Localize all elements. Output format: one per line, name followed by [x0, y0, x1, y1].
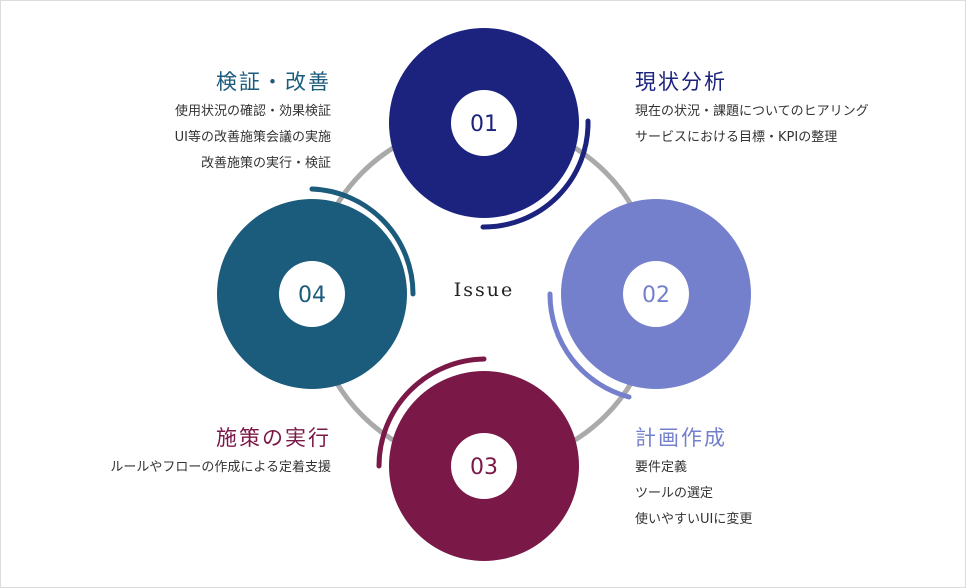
step-item: 改善施策の実行・検証	[200, 156, 331, 171]
svg-text:03: 03	[470, 455, 498, 480]
step-item: ツールの選定	[635, 486, 714, 501]
svg-text:01: 01	[470, 112, 498, 137]
arc-01	[480, 118, 591, 230]
step-circle-03: 03	[389, 371, 579, 561]
step-01-text: 現状分析 現在の状況・課題についてのヒアリング サービスにおける目標・KPIの整…	[635, 67, 869, 151]
arc-02	[547, 291, 632, 400]
step-item: 使いやすいUIに変更	[635, 512, 753, 527]
svg-text:04: 04	[298, 283, 326, 308]
arc-03	[376, 356, 487, 469]
arc-04	[309, 186, 416, 297]
step-item: 使用状況の確認・効果検証	[174, 104, 331, 119]
svg-text:02: 02	[642, 283, 670, 308]
step-item: サービスにおける目標・KPIの整理	[635, 130, 838, 145]
step-circle-02: 02	[561, 199, 751, 389]
step-title: 検証・改善	[216, 70, 331, 94]
center-label: Issue	[453, 279, 515, 301]
step-circle-01: 01	[389, 28, 579, 218]
step-circle-04: 04	[217, 199, 407, 389]
step-02-text: 計画作成 要件定義 ツールの選定 使いやすいUIに変更	[635, 423, 752, 533]
step-03-text: 施策の実行 ルールやフローの作成による定着支援	[110, 423, 331, 481]
step-item: ルールやフローの作成による定着支援	[110, 460, 331, 475]
step-04-text: 検証・改善 使用状況の確認・効果検証 UI等の改善施策会議の実施 改善施策の実行…	[175, 67, 331, 177]
step-title: 現状分析	[635, 70, 727, 94]
step-title: 施策の実行	[216, 426, 331, 450]
step-item: UI等の改善施策会議の実施	[174, 130, 331, 145]
step-item: 現在の状況・課題についてのヒアリング	[635, 104, 869, 119]
step-item: 要件定義	[635, 460, 688, 475]
step-title: 計画作成	[635, 426, 727, 450]
